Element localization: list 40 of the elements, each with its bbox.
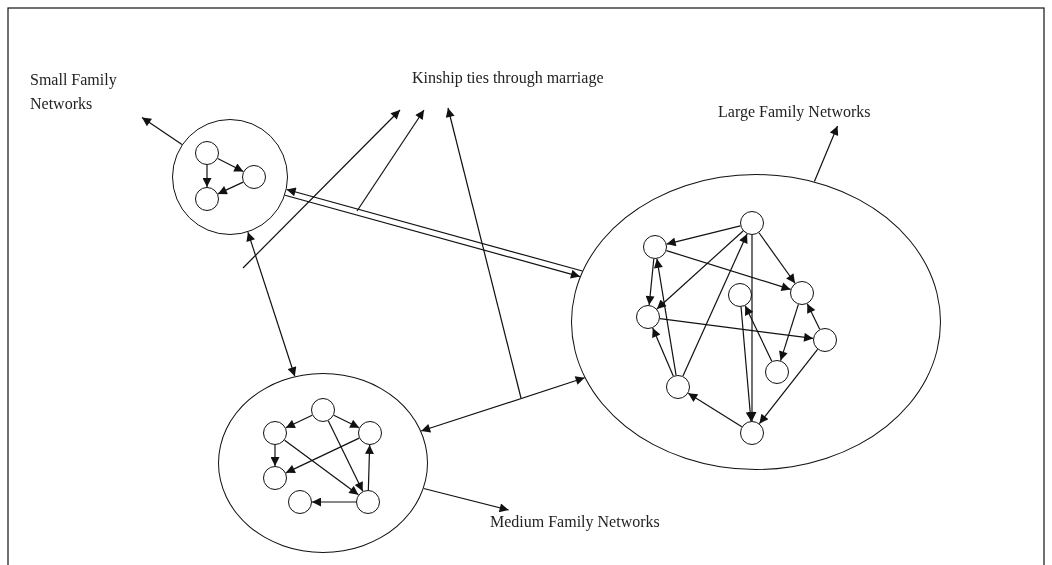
arrow bbox=[744, 305, 773, 362]
arrow bbox=[656, 230, 744, 310]
arrow bbox=[813, 125, 839, 183]
arrow bbox=[758, 232, 796, 284]
network-label: Large Family Networks bbox=[718, 102, 871, 123]
arrow bbox=[311, 497, 357, 507]
arrow bbox=[286, 187, 583, 272]
network-label: Medium Family Networks bbox=[490, 512, 660, 533]
arrow bbox=[645, 258, 655, 306]
arrow bbox=[284, 194, 581, 279]
arrow bbox=[666, 225, 741, 247]
arrow bbox=[242, 109, 401, 269]
network-label: Small Family Networks bbox=[30, 70, 118, 114]
arrow bbox=[327, 420, 364, 492]
arrow bbox=[665, 250, 792, 291]
arrow bbox=[806, 303, 821, 330]
arrow bbox=[652, 327, 674, 377]
arrow bbox=[423, 487, 510, 513]
arrow bbox=[740, 306, 755, 422]
arrow bbox=[141, 116, 183, 146]
arrow bbox=[285, 437, 360, 474]
network-label: Kinship ties through marriage bbox=[412, 68, 604, 89]
arrow bbox=[364, 444, 374, 491]
arrow bbox=[284, 439, 359, 496]
arrow bbox=[356, 109, 425, 212]
arrow bbox=[779, 303, 799, 362]
arrow bbox=[270, 444, 280, 467]
arrow bbox=[687, 392, 743, 428]
arrow bbox=[246, 231, 297, 377]
arrow bbox=[445, 107, 522, 399]
arrow bbox=[333, 414, 360, 429]
arrow bbox=[217, 157, 244, 173]
arrow bbox=[217, 181, 244, 195]
arrow bbox=[659, 317, 814, 342]
arrow bbox=[758, 348, 819, 425]
arrow bbox=[653, 258, 677, 376]
arrow bbox=[682, 233, 748, 377]
arrow bbox=[285, 414, 313, 429]
arrow bbox=[202, 164, 212, 188]
arrow bbox=[420, 376, 586, 433]
